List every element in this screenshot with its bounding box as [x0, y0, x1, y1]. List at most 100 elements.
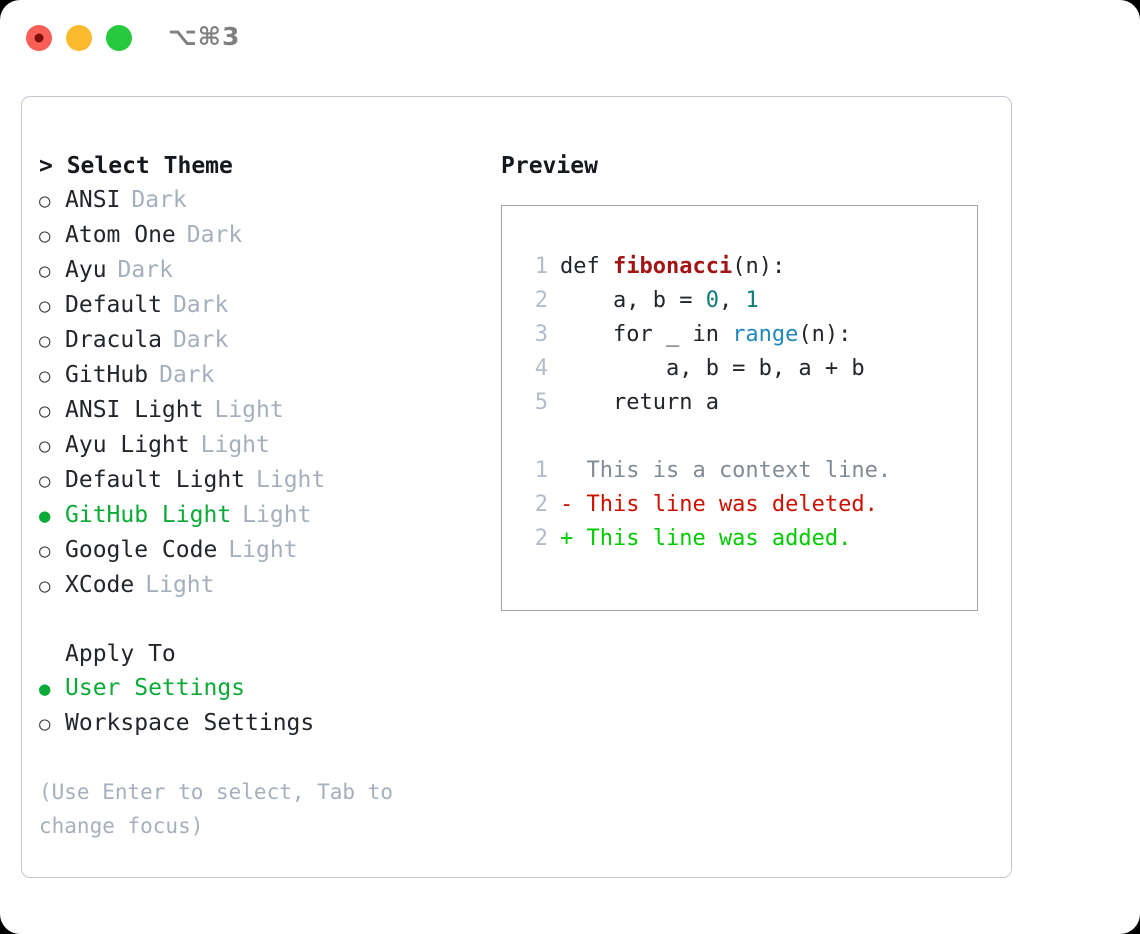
theme-option-label: Ayu Light: [65, 432, 190, 458]
theme-option-variant: Light: [242, 502, 312, 528]
radio-unselected-icon: ○: [39, 365, 51, 387]
keyboard-hint: (Use Enter to select, Tab to change focu…: [39, 780, 394, 838]
code-line-text: def fibonacci(n):: [560, 250, 785, 284]
theme-option-variant: Dark: [117, 257, 173, 283]
line-number: 4: [534, 356, 548, 381]
diff-line-text: + This line was added.: [560, 526, 852, 551]
theme-option-xcode[interactable]: ○ XCode Light: [39, 568, 469, 603]
theme-option-ayu[interactable]: ○ Ayu Dark: [39, 253, 469, 288]
theme-option-label: Atom One: [65, 222, 176, 248]
keyboard-shortcut-label: ⌥⌘3: [168, 22, 241, 51]
theme-option-label: GitHub: [65, 362, 149, 388]
code-token-plain: def: [560, 254, 613, 279]
theme-option-label: ANSI Light: [65, 397, 204, 423]
code-line-text: a, b = 0, 1: [560, 284, 759, 318]
preview-heading: Preview: [501, 153, 598, 179]
diff-line-add: 2 + This line was added.: [520, 522, 977, 556]
radio-unselected-icon: ○: [39, 575, 51, 597]
line-number: 2: [534, 492, 548, 517]
theme-option-label: Ayu: [65, 257, 107, 283]
theme-option-variant: Light: [228, 537, 298, 563]
diff-line-del: 2 - This line was deleted.: [520, 488, 977, 522]
apply-to-list: ● User Settings ○ Workspace Settings: [39, 671, 469, 741]
radio-unselected-icon: ○: [39, 295, 51, 317]
theme-option-variant: Light: [145, 572, 215, 598]
code-diff-gap: [520, 420, 977, 454]
minimize-button[interactable]: [66, 25, 92, 51]
title-bar: ⌥⌘3: [0, 0, 1140, 78]
code-token-plain: (n):: [732, 254, 786, 279]
apply-to-option-user-settings[interactable]: ● User Settings: [39, 671, 469, 706]
apply-to-option-workspace-settings[interactable]: ○ Workspace Settings: [39, 706, 469, 741]
code-token-call: range: [732, 322, 799, 347]
apply-to-heading: Apply To: [65, 641, 176, 667]
code-token-plain: for _ in: [560, 322, 733, 347]
code-line: 1 def fibonacci(n):: [520, 250, 977, 284]
radio-unselected-icon: ○: [39, 470, 51, 492]
close-button[interactable]: [26, 25, 52, 51]
select-theme-heading: > Select Theme: [39, 153, 233, 179]
theme-option-ansi[interactable]: ○ ANSI Dark: [39, 183, 469, 218]
apply-to-option-label: User Settings: [65, 675, 246, 701]
theme-option-variant: Light: [256, 467, 326, 493]
code-line-text: return a: [560, 386, 719, 420]
theme-option-label: XCode: [65, 572, 135, 598]
theme-option-label: Default: [65, 292, 162, 318]
code-token-plain: a, b = b, a + b: [560, 356, 865, 381]
code-token-plain: a, b =: [560, 288, 706, 313]
radio-unselected-icon: ○: [39, 435, 51, 457]
theme-option-atom-one[interactable]: ○ Atom One Dark: [39, 218, 469, 253]
radio-unselected-icon: ○: [39, 713, 51, 735]
theme-option-variant: Dark: [172, 292, 229, 318]
code-line: 2 a, b = 0, 1: [520, 284, 977, 318]
line-number: 2: [534, 288, 548, 313]
theme-option-variant: Dark: [186, 222, 243, 248]
code-line-text: for _ in range(n):: [560, 318, 851, 352]
line-number: 2: [534, 526, 548, 551]
radio-unselected-icon: ○: [39, 225, 51, 247]
theme-option-label: Google Code: [65, 537, 218, 563]
theme-option-default-light[interactable]: ○ Default Light Light: [39, 463, 469, 498]
code-token-plain: ,: [718, 288, 746, 313]
maximize-button[interactable]: [106, 25, 132, 51]
line-number: 1: [534, 458, 548, 483]
code-token-plain: return a: [560, 390, 719, 415]
radio-unselected-icon: ○: [39, 190, 51, 212]
code-token-plain: (n):: [798, 322, 852, 347]
radio-selected-icon: ●: [39, 678, 51, 700]
diff-line-text: - This line was deleted.: [560, 492, 878, 517]
line-number: 3: [534, 322, 548, 347]
theme-option-github-light[interactable]: ● GitHub Light Light: [39, 498, 469, 533]
diff-line-text: This is a context line.: [560, 458, 892, 483]
line-number: 1: [534, 254, 548, 279]
theme-option-variant: Light: [200, 432, 270, 458]
code-line-text: a, b = b, a + b: [560, 352, 865, 386]
theme-option-variant: Dark: [131, 187, 187, 213]
code-token-num: 0: [705, 288, 719, 313]
theme-option-default[interactable]: ○ Default Dark: [39, 288, 469, 323]
radio-unselected-icon: ○: [39, 330, 51, 352]
line-number: 5: [534, 390, 548, 415]
diff-line-ctx: 1 This is a context line.: [520, 454, 977, 488]
radio-unselected-icon: ○: [39, 260, 51, 282]
apply-to-option-label: Workspace Settings: [65, 710, 315, 736]
window-controls: [26, 25, 132, 51]
theme-option-variant: Dark: [172, 327, 229, 353]
radio-selected-icon: ●: [39, 505, 51, 527]
radio-unselected-icon: ○: [39, 400, 51, 422]
theme-option-ayu-light[interactable]: ○ Ayu Light Light: [39, 428, 469, 463]
theme-option-label: GitHub Light: [65, 502, 232, 528]
section-spacer: [39, 603, 469, 637]
theme-option-label: Default Light: [65, 467, 246, 493]
theme-option-label: ANSI: [65, 187, 121, 213]
